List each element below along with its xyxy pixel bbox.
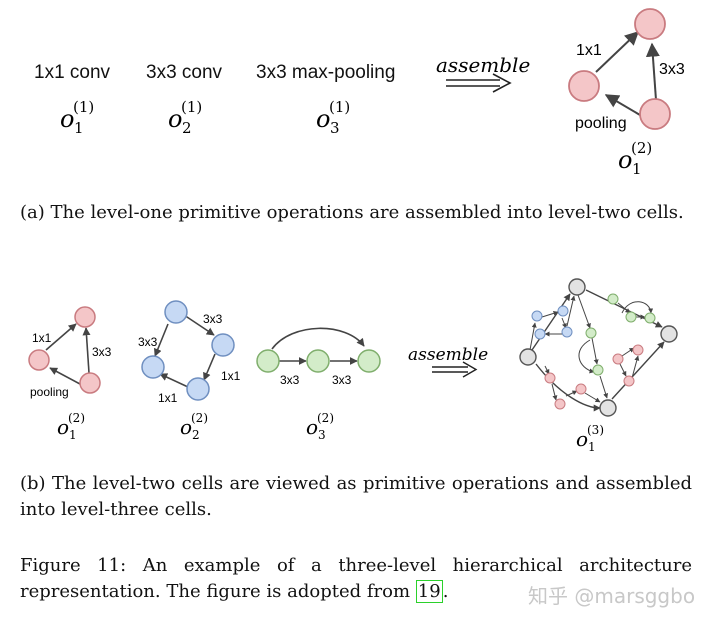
primitive-op-1: 1x1 conv o 1 (1) <box>34 62 111 137</box>
edge-label: 3x3 <box>203 312 223 326</box>
graph-node <box>607 293 619 305</box>
level-two-cell-a: 1x1 3x3 pooling o 1 (2) <box>568 8 685 178</box>
figure-caption-end: . <box>442 581 449 602</box>
edge-label: 3x3 <box>280 373 300 387</box>
cell-subscript: 1 <box>632 160 642 178</box>
graph-node <box>544 372 556 384</box>
graph-node <box>592 364 604 376</box>
graph-node <box>632 344 644 356</box>
panel-b: 1x1 3x3 pooling o 1 (2) 3x3 3x3 1x1 1x1 … <box>28 278 678 454</box>
edge-label: 3x3 <box>92 345 112 359</box>
level-three-cell: o 1 (3) <box>519 278 678 454</box>
edge-label: pooling <box>30 385 69 399</box>
figure-caption-text: Figure 11: An example of a three-level h… <box>20 555 692 602</box>
cell-superscript: (2) <box>68 411 85 425</box>
graph-node <box>534 328 546 340</box>
graph-node <box>612 353 624 365</box>
op-superscript: (1) <box>329 98 350 116</box>
op-subscript: 3 <box>330 119 340 137</box>
edge-label: 3x3 <box>332 373 352 387</box>
subcaption-b: (b) The level-two cells are viewed as pr… <box>20 473 692 520</box>
edge-label: 1x1 <box>576 42 602 59</box>
op-label: 3x3 conv <box>146 62 223 83</box>
subcaption-a: (a) The level-one primitive operations a… <box>20 202 684 223</box>
graph-node <box>575 383 587 395</box>
level-two-cell-3: 3x3 3x3 o 3 (2) <box>256 327 381 442</box>
watermark: 知乎 @marsggbo <box>528 584 696 608</box>
cell-superscript: (2) <box>191 411 208 425</box>
level-two-cell-1: 1x1 3x3 pooling o 1 (2) <box>28 306 112 442</box>
cell-subscript: 1 <box>69 428 77 442</box>
graph-node <box>568 278 586 296</box>
cell-subscript: 3 <box>318 428 326 442</box>
op-symbol: o <box>316 105 330 133</box>
edge-label: pooling <box>575 115 627 132</box>
graph-node <box>585 327 597 339</box>
graph-node <box>554 398 566 410</box>
op-superscript: (1) <box>73 98 94 116</box>
graph-node <box>531 310 543 322</box>
cell-symbol: o <box>180 415 192 439</box>
cell-superscript: (2) <box>631 139 652 157</box>
op-label: 1x1 conv <box>34 62 111 83</box>
graph-node <box>623 375 635 387</box>
cell-node <box>79 372 101 394</box>
panel-a: 1x1 conv o 1 (1) 3x3 conv o 2 (1) 3x3 ma… <box>34 8 685 178</box>
cell-node <box>211 333 235 357</box>
cell-symbol: o <box>57 415 69 439</box>
op-superscript: (1) <box>181 98 202 116</box>
assemble-arrow-a: assemble <box>436 53 530 93</box>
cell-node <box>164 300 188 324</box>
edge-label: 1x1 <box>221 369 241 383</box>
primitive-op-3: 3x3 max-pooling o 3 (1) <box>256 62 395 137</box>
cell-node <box>306 349 330 373</box>
edge-label: 1x1 <box>158 391 178 405</box>
op-label: 3x3 max-pooling <box>256 62 395 83</box>
graph-node <box>557 305 569 317</box>
level-two-cell-2: 3x3 3x3 1x1 1x1 o 2 (2) <box>138 300 241 442</box>
graph-node <box>561 326 573 338</box>
op-subscript: 2 <box>182 119 192 137</box>
primitive-op-2: 3x3 conv o 2 (1) <box>146 62 223 137</box>
cell-node <box>357 349 381 373</box>
edge-label: 3x3 <box>138 335 158 349</box>
assemble-arrow-b: assemble <box>408 345 488 378</box>
cell-node <box>186 377 210 401</box>
op-subscript: 1 <box>74 119 84 137</box>
cell-node <box>256 349 280 373</box>
figure-caption: Figure 11: An example of a three-level h… <box>20 553 692 605</box>
cell-node <box>28 349 50 371</box>
op-symbol: o <box>168 105 182 133</box>
cell-superscript: (2) <box>317 411 334 425</box>
cell-subscript: 2 <box>192 428 200 442</box>
cell-node <box>74 306 96 328</box>
assemble-label: assemble <box>408 345 488 365</box>
cell-symbol: o <box>306 415 318 439</box>
graph-node <box>519 348 537 366</box>
citation-link[interactable]: 19 <box>415 580 443 603</box>
edge-label: 3x3 <box>659 61 685 78</box>
cell-superscript: (3) <box>587 423 604 437</box>
cell-node <box>141 355 165 379</box>
cell-subscript: 1 <box>588 440 596 454</box>
cell-node <box>634 8 666 40</box>
op-symbol: o <box>60 105 74 133</box>
cell-node <box>568 70 600 102</box>
graph-node <box>644 312 656 324</box>
graph-node <box>660 325 678 343</box>
graph-node <box>599 399 617 417</box>
cell-node <box>639 98 671 130</box>
cell-symbol: o <box>618 146 632 174</box>
graph-node <box>625 311 637 323</box>
assemble-label: assemble <box>436 53 530 77</box>
edge-label: 1x1 <box>32 331 52 345</box>
cell-symbol: o <box>576 427 588 451</box>
